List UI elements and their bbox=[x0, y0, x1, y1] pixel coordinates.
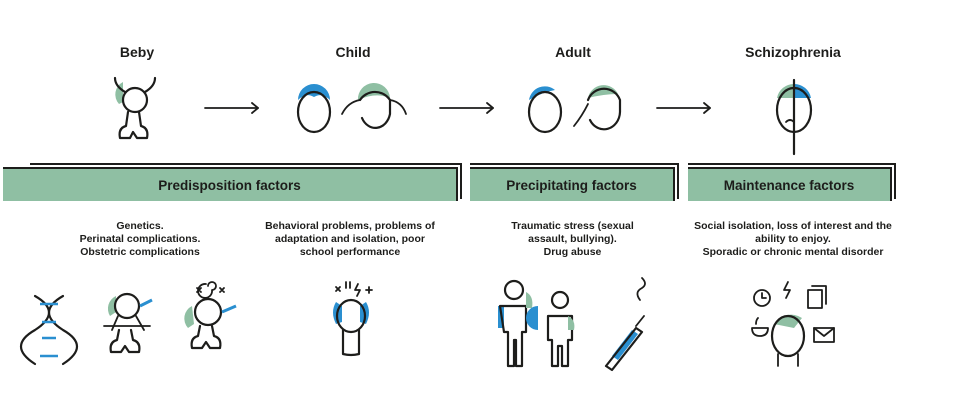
stage-title-beby: Beby bbox=[119, 44, 155, 60]
precipitating-band: Precipitating factors bbox=[470, 167, 675, 201]
precipitating-band-outline bbox=[470, 163, 679, 199]
baby-icon bbox=[113, 76, 157, 140]
arrow-icon bbox=[439, 102, 494, 114]
predisposition-band-outline bbox=[30, 163, 462, 199]
desc-traumatic: Traumatic stress (sexual assault, bullyi… bbox=[511, 220, 634, 258]
desc-genetics: Genetics. Perinatal complications. Obste… bbox=[79, 220, 201, 258]
precipitating-label: Precipitating factors bbox=[506, 177, 637, 193]
stressed-child-icon bbox=[333, 281, 373, 357]
maintenance-band: Maintenance factors bbox=[688, 167, 892, 201]
restrained-baby-icon bbox=[103, 292, 153, 354]
child-heads-icon bbox=[296, 82, 407, 134]
adult-heads-icon bbox=[527, 85, 622, 134]
stage-title-schizophrenia: Schizophrenia bbox=[745, 44, 841, 60]
desc-social: Social isolation, loss of interest and t… bbox=[694, 220, 892, 258]
stage-title-adult: Adult bbox=[555, 44, 591, 60]
predisposition-band: Predisposition factors bbox=[3, 167, 458, 201]
stage-title-child: Child bbox=[335, 44, 371, 60]
dizzy-baby-icon bbox=[184, 281, 237, 350]
predisposition-label: Predisposition factors bbox=[158, 177, 301, 193]
maintenance-band-outline bbox=[688, 163, 896, 199]
maintenance-label: Maintenance factors bbox=[723, 177, 855, 193]
arrow-icon bbox=[656, 102, 711, 114]
dna-icon bbox=[19, 294, 79, 366]
arrow-icon bbox=[204, 102, 259, 114]
bullying-icon bbox=[498, 279, 575, 368]
isolation-icon bbox=[751, 281, 835, 367]
schizophrenia-head-icon bbox=[775, 78, 813, 156]
desc-behavioral: Behavioral problems, problems of adaptat… bbox=[265, 220, 435, 258]
syringe-icon bbox=[604, 277, 646, 372]
